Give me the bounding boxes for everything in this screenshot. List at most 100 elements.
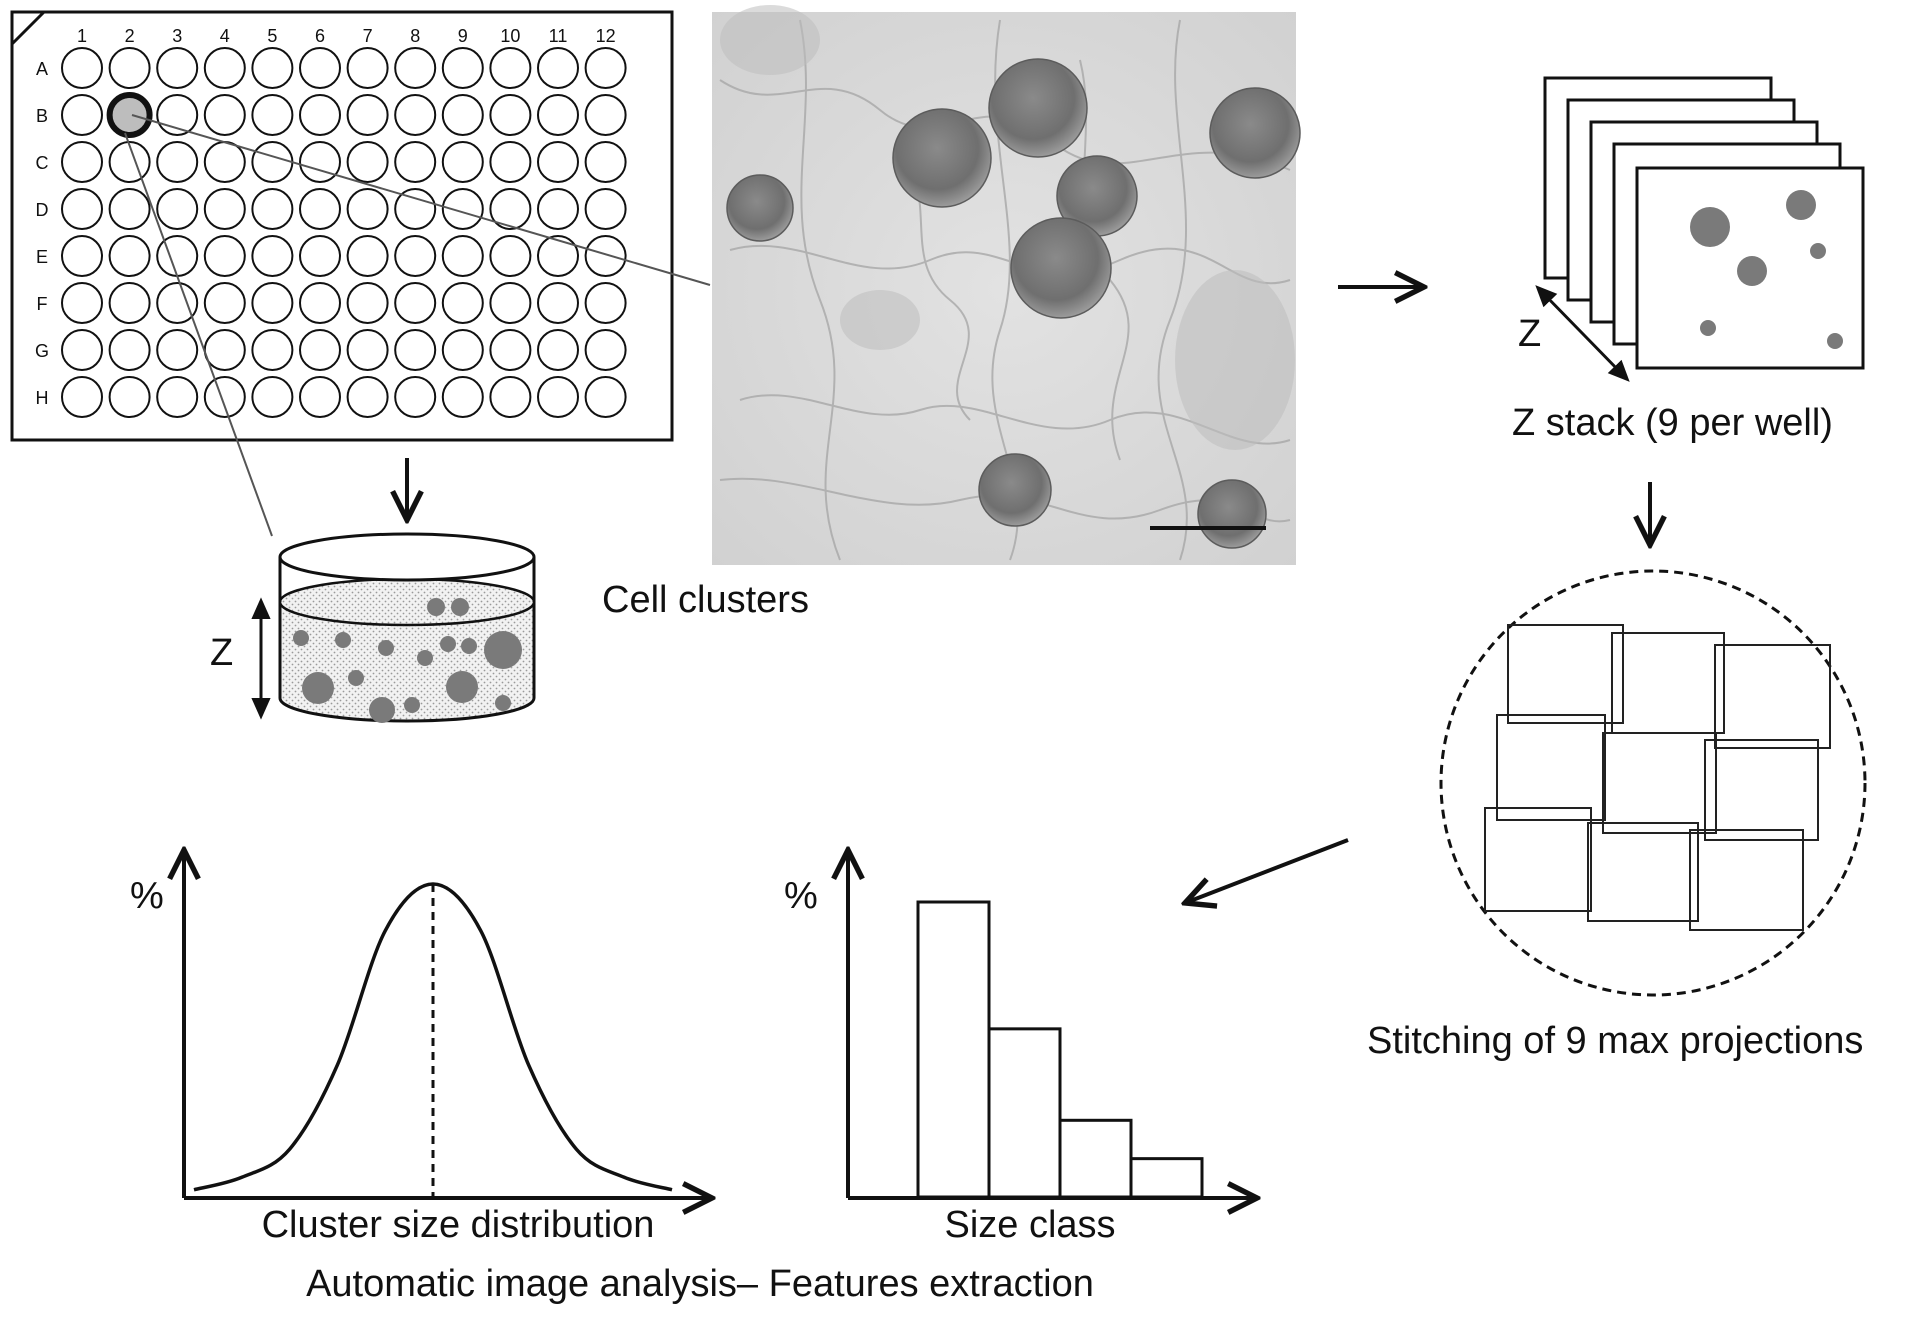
plate-well	[156, 141, 199, 183]
plate-col-label: 8	[410, 26, 420, 46]
plate-well	[251, 329, 294, 371]
plate-well	[441, 376, 484, 418]
plate-wells	[61, 47, 627, 418]
plate-well	[441, 141, 484, 183]
plate-row-label: G	[35, 341, 49, 361]
stitch-caption: Stitching of 9 max projections	[1367, 1020, 1863, 1062]
plate-well	[346, 141, 389, 183]
plate-well	[61, 188, 103, 230]
plate-well	[489, 376, 532, 418]
plate-well	[584, 329, 627, 371]
plate-well	[584, 47, 627, 89]
plate-well	[394, 235, 437, 277]
plate-well	[251, 376, 294, 418]
plate-row-label: E	[36, 247, 48, 267]
plate-well	[203, 235, 246, 277]
plate-well	[156, 282, 199, 324]
well-clusters	[293, 598, 522, 723]
micrograph	[712, 5, 1301, 565]
plate-well	[251, 94, 294, 136]
plate-well	[203, 282, 246, 324]
plate-well	[203, 94, 246, 136]
plate-well	[489, 282, 532, 324]
plate-well	[441, 47, 484, 89]
plate-well	[156, 188, 199, 230]
plate-well	[584, 282, 627, 324]
plate-well	[299, 47, 341, 89]
plate-well	[346, 188, 389, 230]
plate-col-label: 4	[220, 26, 230, 46]
plate-well	[108, 329, 151, 371]
plate-col-label: 7	[363, 26, 373, 46]
plate-well	[394, 47, 437, 89]
zoom-line-to-well	[124, 132, 273, 537]
plate-corner-notch	[10, 10, 46, 46]
plate-well	[584, 376, 627, 418]
plate-well	[299, 235, 341, 277]
plate-well	[394, 94, 437, 136]
plate-col-label: 3	[172, 26, 182, 46]
plate-well	[251, 141, 294, 183]
plate-well	[584, 235, 627, 277]
chart2-bars	[916, 900, 1204, 1199]
plate-well	[489, 329, 532, 371]
plate-well	[441, 188, 484, 230]
plate-well	[537, 47, 579, 89]
plate-well	[537, 94, 579, 136]
plate-well	[156, 376, 199, 418]
plate-well	[441, 94, 484, 136]
size-class-chart: % Size class	[784, 850, 1257, 1246]
plate-well	[203, 141, 246, 183]
plate-well	[489, 47, 532, 89]
zoom-line-to-micrograph	[131, 114, 711, 286]
chart2-bar	[1129, 1157, 1204, 1199]
plate-well	[156, 235, 199, 277]
arrow-stitch-to-analysis	[1185, 838, 1349, 903]
plate-well	[251, 282, 294, 324]
plate-well	[394, 329, 437, 371]
plate-row-label: F	[37, 294, 48, 314]
plate-col-label: 9	[458, 26, 468, 46]
plate-well	[394, 141, 437, 183]
plate-well	[203, 47, 246, 89]
stitching	[1439, 569, 1867, 997]
zstack-z-label: Z	[1518, 313, 1541, 355]
plate-well	[489, 94, 532, 136]
plate-well	[584, 188, 627, 230]
plate-well	[346, 235, 389, 277]
chart2-y-label: %	[784, 875, 818, 917]
plate-well	[61, 329, 103, 371]
plate-well	[156, 47, 199, 89]
stitch-tiles	[1484, 624, 1831, 931]
plate-well	[537, 329, 579, 371]
plate-well	[299, 329, 341, 371]
plate-well	[251, 188, 294, 230]
plate-well	[394, 282, 437, 324]
plate-well	[299, 94, 341, 136]
plate-col-label: 11	[549, 26, 568, 46]
plate-well	[203, 329, 246, 371]
plate-col-label: 10	[500, 26, 520, 46]
plate-well	[203, 376, 246, 418]
plate-well	[489, 141, 532, 183]
plate-well	[61, 376, 103, 418]
micrograph-caption: Cell clusters	[602, 579, 809, 621]
chart1-x-label: Cluster size distribution	[262, 1204, 655, 1246]
plate-col-label: 5	[267, 26, 277, 46]
plate-row-label: D	[36, 200, 49, 220]
plate-well	[61, 141, 103, 183]
plate-well	[537, 141, 579, 183]
plate-well	[299, 376, 341, 418]
plate-row-label: H	[36, 388, 49, 408]
plate-well	[394, 376, 437, 418]
plate-well	[156, 329, 199, 371]
plate-col-label: 2	[125, 26, 135, 46]
plate-well	[299, 282, 341, 324]
chart2-bar	[916, 900, 991, 1199]
plate-well	[61, 47, 103, 89]
plate-well	[441, 235, 484, 277]
plate-well	[537, 282, 579, 324]
plate-row-label: B	[36, 106, 48, 126]
